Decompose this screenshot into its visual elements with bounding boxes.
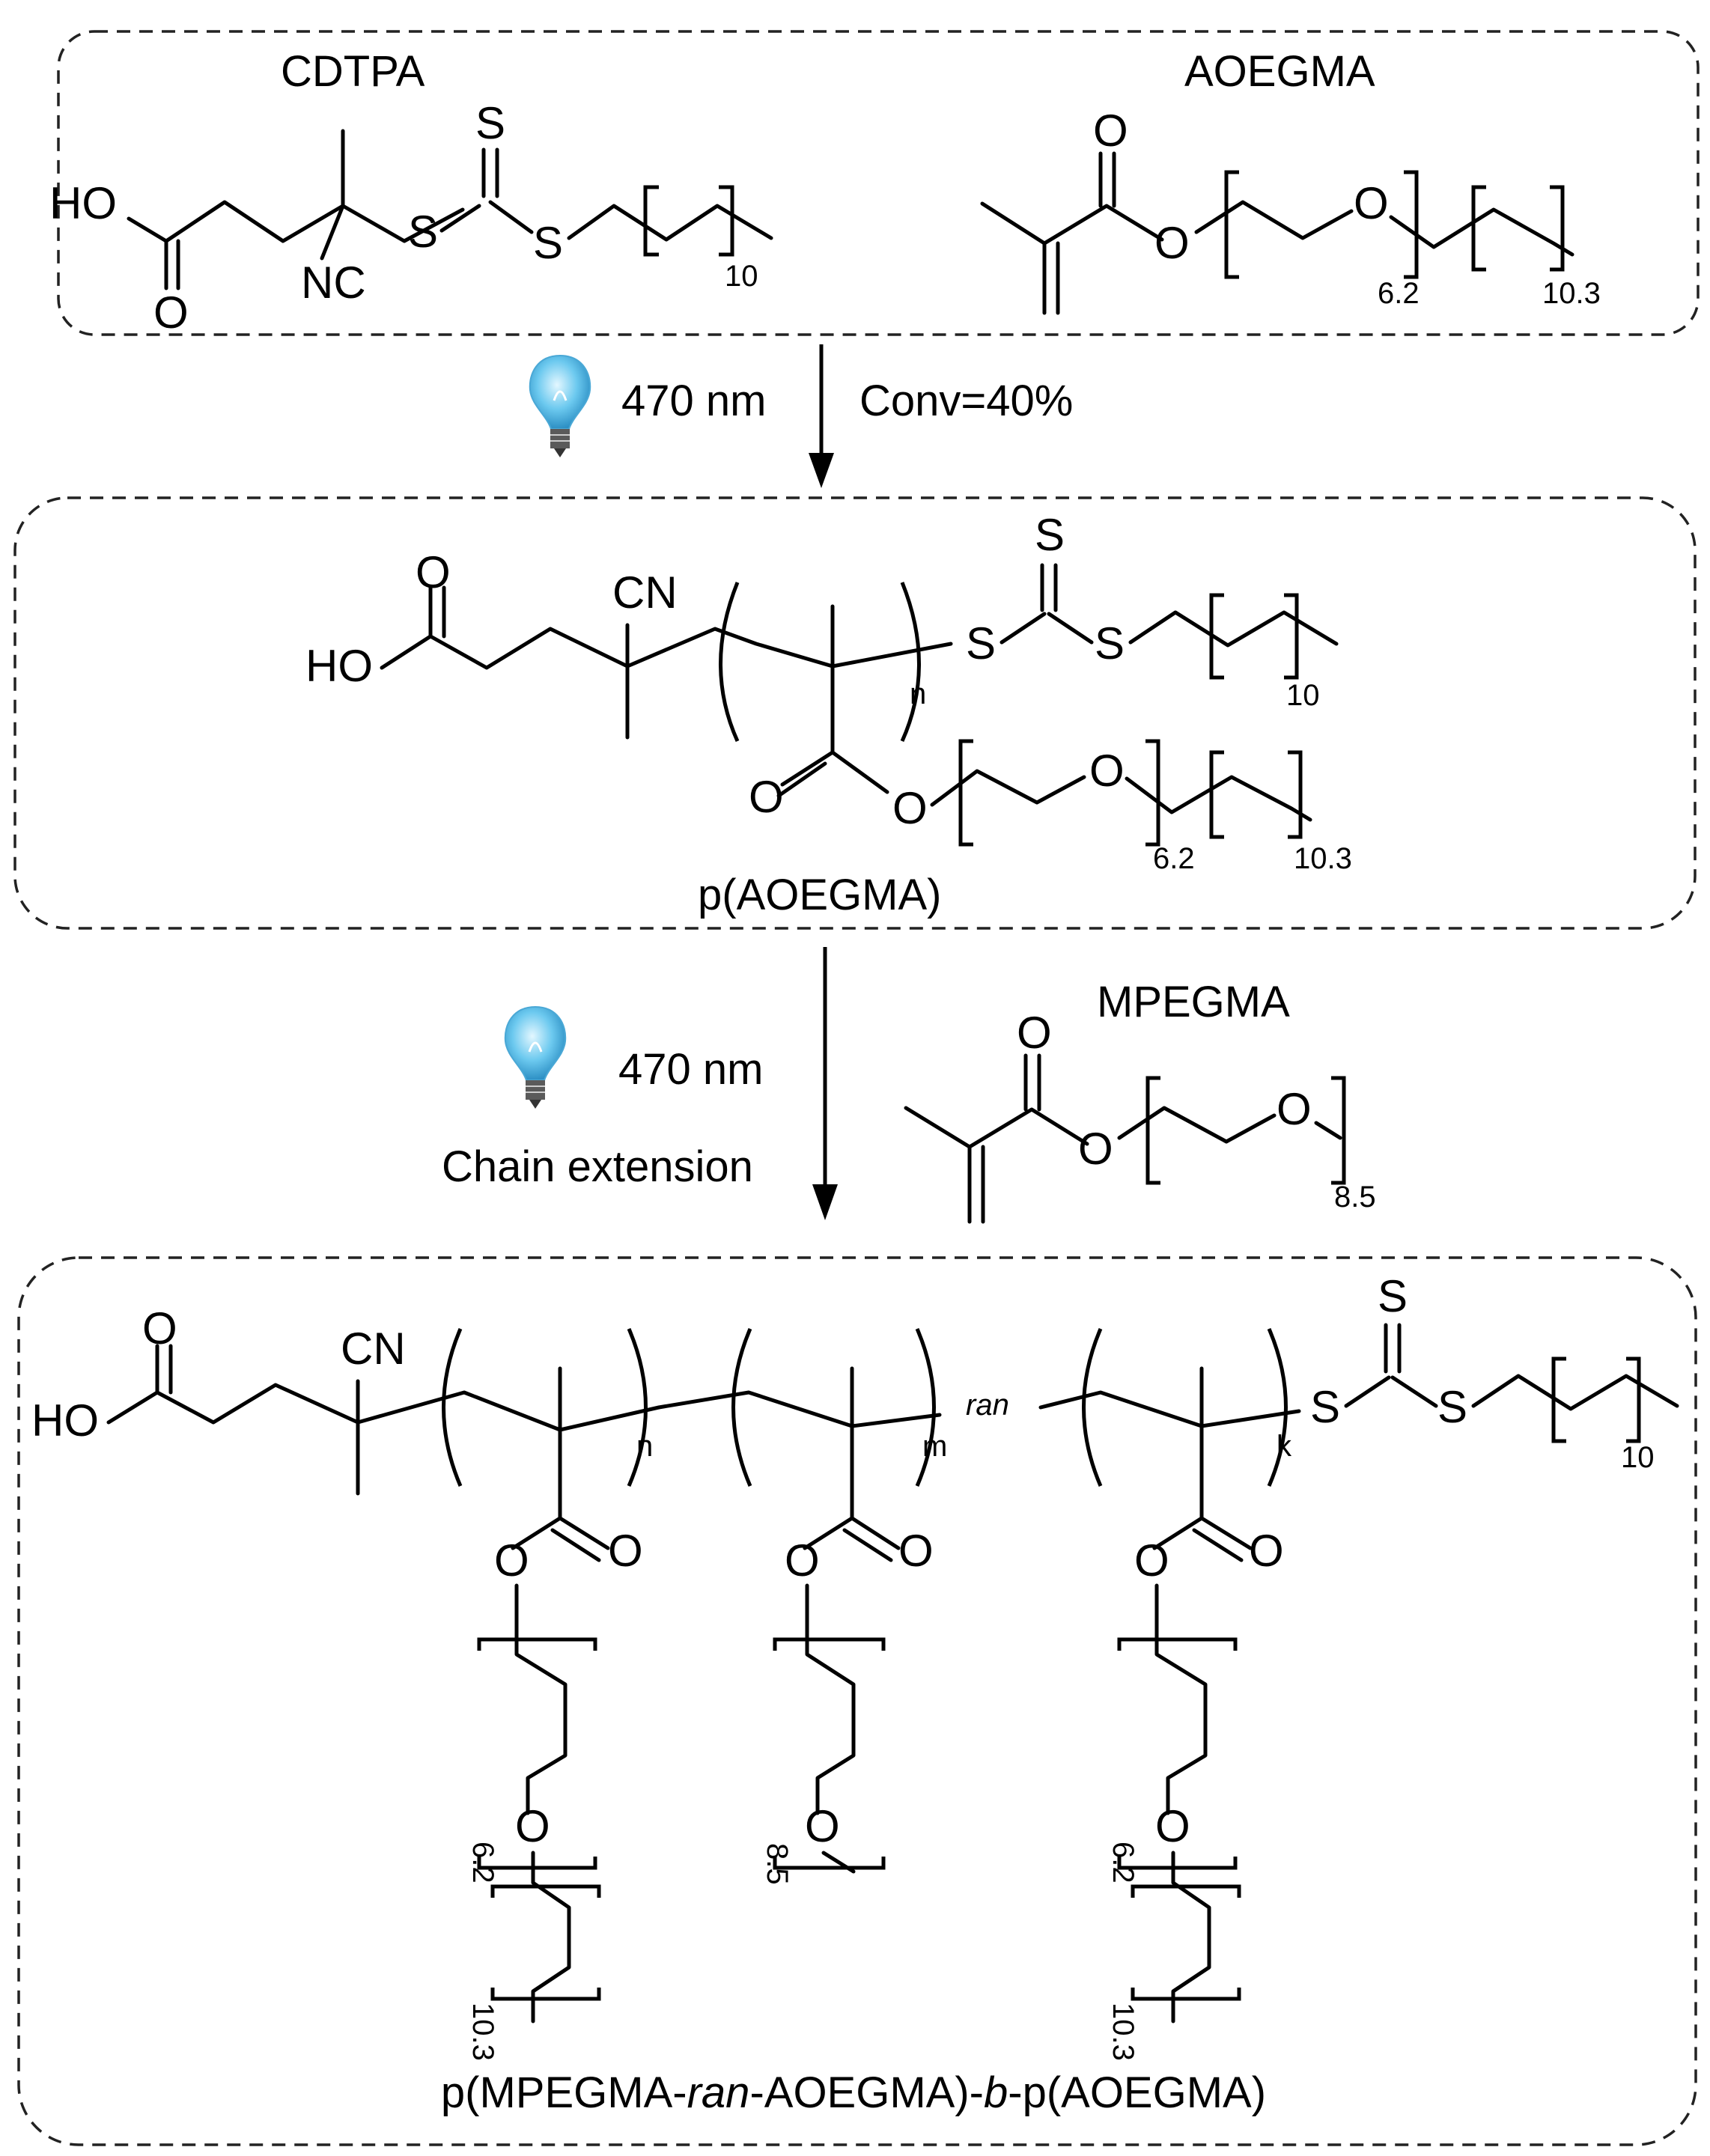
atom-o: O <box>1017 1008 1052 1058</box>
step1-conversion: Conv=40% <box>859 377 1073 425</box>
step2-wavelength: 470 nm <box>618 1045 763 1094</box>
atom-o: O <box>805 1801 840 1851</box>
atom-cn: CN <box>341 1324 406 1374</box>
label-ran: ran <box>966 1389 1009 1422</box>
atom-s: S <box>475 98 505 148</box>
count-k: k <box>1277 1430 1292 1463</box>
final-label-part1: p(MPEGMA- <box>441 2068 687 2117</box>
atom-s: S <box>408 207 438 257</box>
atom-o: O <box>515 1801 550 1851</box>
panel-reagents <box>57 30 1700 336</box>
panel-macro-raft <box>13 496 1697 930</box>
atom-o: O <box>608 1526 643 1576</box>
atom-o: O <box>892 783 928 833</box>
atom-o: O <box>1277 1084 1312 1134</box>
count-10: 10 <box>1286 679 1320 712</box>
count-6.2: 6.2 <box>1107 1842 1140 1884</box>
structure-mpegma: O O O 8.5 <box>904 1008 1376 1224</box>
atom-cn: CN <box>612 567 678 618</box>
step2-note: Chain extension <box>442 1142 753 1191</box>
atom-ho: HO <box>49 178 117 228</box>
count-6.2: 6.2 <box>1153 842 1195 875</box>
step1-wavelength: 470 nm <box>621 377 766 425</box>
atom-o: O <box>749 772 784 822</box>
count-10.3: 10.3 <box>1107 2003 1140 2061</box>
atom-ho: HO <box>31 1395 99 1446</box>
atom-o: O <box>1078 1124 1113 1174</box>
atom-o: O <box>1249 1526 1284 1576</box>
count-10.3: 10.3 <box>1542 277 1601 310</box>
light-bulb-icon <box>504 1005 567 1110</box>
count-6.2: 6.2 <box>1378 277 1420 310</box>
count-m: m <box>922 1430 947 1463</box>
count-10: 10 <box>1621 1441 1655 1474</box>
count-n: n <box>636 1430 653 1463</box>
panel-final-product <box>17 1256 1697 2146</box>
label-mpegma: MPEGMA <box>1097 978 1290 1026</box>
atom-s: S <box>1437 1382 1467 1432</box>
count-8.5: 8.5 <box>1334 1181 1376 1213</box>
atom-o: O <box>1155 1801 1190 1851</box>
atom-s: S <box>1095 618 1125 669</box>
atom-o: O <box>153 287 189 338</box>
atom-s: S <box>533 218 563 268</box>
label-cdtpa: CDTPA <box>281 47 425 96</box>
label-aoegma: AOEGMA <box>1184 47 1375 96</box>
atom-o: O <box>898 1526 934 1576</box>
final-label-part3: -p(AOEGMA) <box>1008 2068 1266 2117</box>
structure-final-product: HO O CN n O O O 6.2 10.3 m <box>31 1271 1679 2061</box>
atom-s: S <box>966 618 996 669</box>
atom-nc: NC <box>301 258 366 308</box>
atom-o: O <box>1089 746 1125 796</box>
atom-o: O <box>785 1535 820 1586</box>
atom-s: S <box>1035 510 1065 560</box>
label-final-product: p(MPEGMA-ran-AOEGMA)-b-p(AOEGMA) <box>441 2068 1266 2117</box>
count-8.5: 8.5 <box>761 1843 794 1885</box>
structure-p-aoegma: HO O CN n O O O 6.2 10.3 S S S <box>305 510 1352 875</box>
count-10.3: 10.3 <box>1294 842 1352 875</box>
structure-cdtpa: HO O NC S S S 10 <box>49 98 773 338</box>
atom-o: O <box>1134 1535 1169 1586</box>
count-10: 10 <box>725 260 758 293</box>
arrowhead-step1 <box>809 453 834 488</box>
atom-o: O <box>494 1535 529 1586</box>
final-label-ran: ran <box>687 2068 750 2117</box>
structure-aoegma: O O O 6.2 10.3 <box>980 106 1601 315</box>
final-label-b: b <box>984 2068 1008 2117</box>
atom-o: O <box>416 547 451 597</box>
arrowhead-step2 <box>812 1184 838 1220</box>
atom-o: O <box>142 1303 177 1353</box>
atom-s: S <box>1378 1271 1408 1321</box>
count-10.3: 10.3 <box>466 2003 499 2061</box>
label-p-aoegma: p(AOEGMA) <box>698 871 942 919</box>
atom-ho: HO <box>305 641 373 691</box>
light-bulb-icon <box>529 354 591 459</box>
atom-o: O <box>1154 218 1190 268</box>
atom-o: O <box>1354 178 1389 228</box>
count-6.2: 6.2 <box>466 1842 499 1884</box>
atom-o: O <box>1093 106 1128 156</box>
atom-s: S <box>1310 1382 1340 1432</box>
count-n: n <box>910 677 926 710</box>
final-label-part2: -AOEGMA)- <box>749 2068 984 2117</box>
